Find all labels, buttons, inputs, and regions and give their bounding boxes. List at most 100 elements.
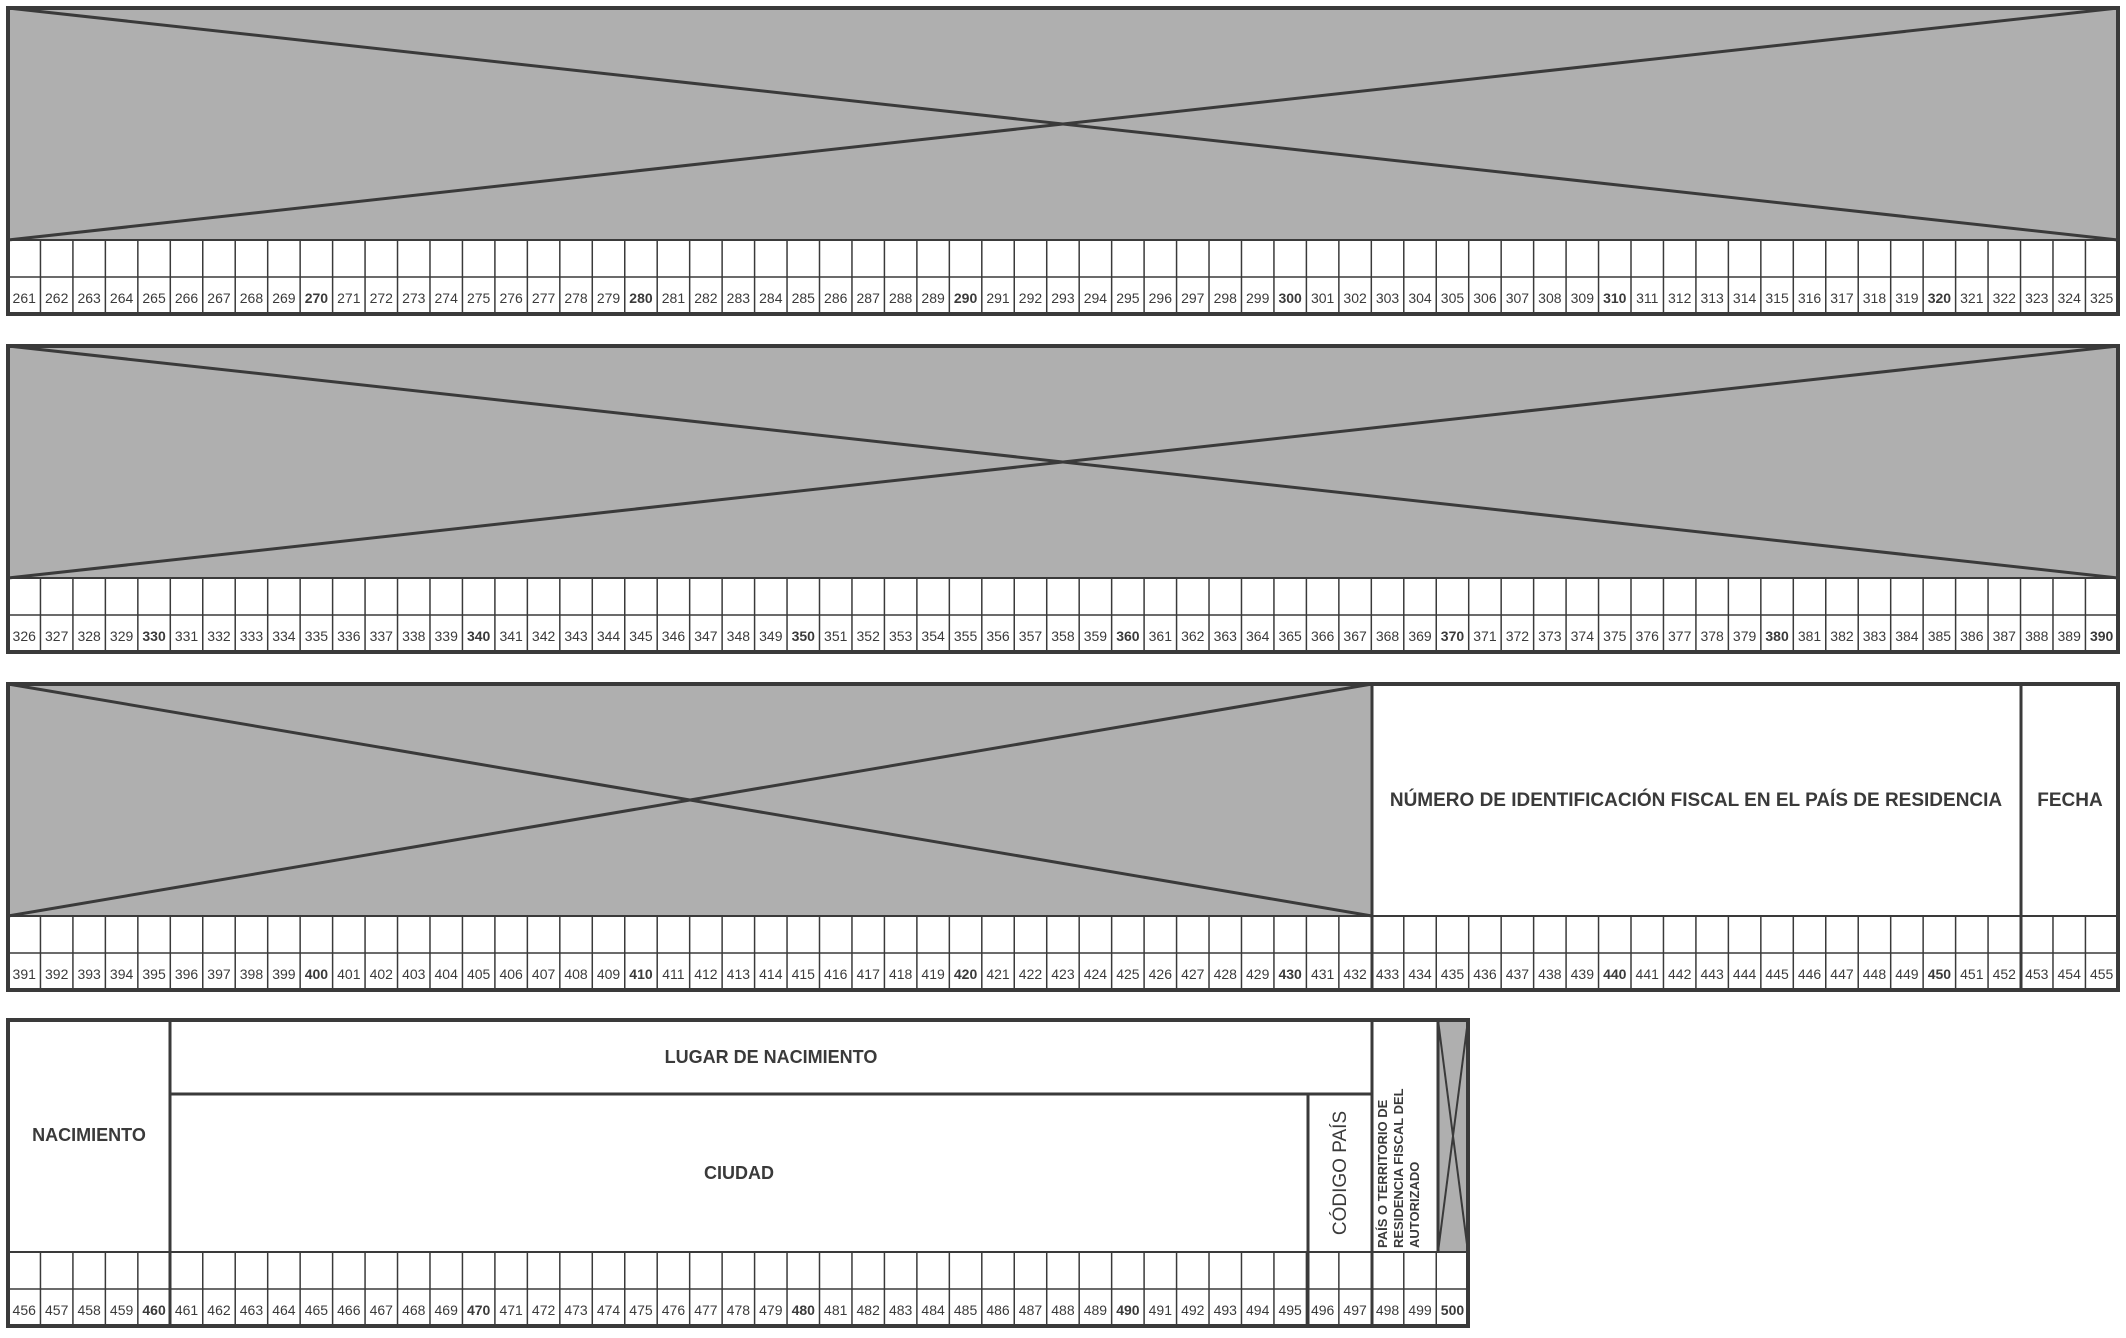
cell-number: 387 xyxy=(1993,628,2017,644)
cell-number: 278 xyxy=(564,290,588,306)
cell-number: 384 xyxy=(1895,628,1919,644)
row-2-cross-line-b xyxy=(7,344,2119,580)
cell-number: 422 xyxy=(1019,966,1043,982)
cell-number: 381 xyxy=(1798,628,1822,644)
cell-number: 325 xyxy=(2090,290,2114,306)
cell-number: 373 xyxy=(1538,628,1562,644)
cell-number: 413 xyxy=(727,966,751,982)
cell-number: 375 xyxy=(1603,628,1627,644)
cell-number: 454 xyxy=(2058,966,2082,982)
cell-number: 419 xyxy=(921,966,945,982)
cell-number: 500 xyxy=(1441,1302,1465,1318)
row-1-cross-line-b xyxy=(7,6,2119,242)
cell-number: 276 xyxy=(499,290,523,306)
cell-number: 353 xyxy=(889,628,913,644)
cell-number: 262 xyxy=(45,290,69,306)
cell-number: 425 xyxy=(1116,966,1140,982)
pais-residencia-line-3: AUTORIZADO xyxy=(1407,1162,1422,1248)
cell-number: 316 xyxy=(1798,290,1822,306)
cell-number: 368 xyxy=(1376,628,1400,644)
cell-number: 410 xyxy=(629,966,653,982)
cell-number: 354 xyxy=(921,628,945,644)
cell-number: 331 xyxy=(175,628,199,644)
cell-number: 269 xyxy=(272,290,296,306)
cell-number: 318 xyxy=(1863,290,1887,306)
cell-number: 327 xyxy=(45,628,69,644)
cell-number: 426 xyxy=(1149,966,1173,982)
row-4-cross-line-b xyxy=(1437,1019,1469,1253)
cell-number: 484 xyxy=(921,1302,945,1318)
cell-number: 287 xyxy=(857,290,881,306)
cell-number: 313 xyxy=(1700,290,1724,306)
cell-number: 296 xyxy=(1149,290,1173,306)
cell-number: 279 xyxy=(597,290,621,306)
cell-number: 412 xyxy=(694,966,718,982)
cell-number: 492 xyxy=(1181,1302,1205,1318)
cell-number: 355 xyxy=(954,628,978,644)
cell-number: 378 xyxy=(1700,628,1724,644)
cell-number: 334 xyxy=(272,628,296,644)
cell-number: 289 xyxy=(921,290,945,306)
cell-number: 323 xyxy=(2025,290,2049,306)
cell-number: 283 xyxy=(727,290,751,306)
cell-number: 433 xyxy=(1376,966,1400,982)
cell-number: 302 xyxy=(1343,290,1367,306)
cell-number: 496 xyxy=(1311,1302,1335,1318)
cell-number: 329 xyxy=(110,628,134,644)
pais-residencia-line-1: PAÍS O TERRITORIO DE xyxy=(1375,1099,1390,1248)
cell-number: 379 xyxy=(1733,628,1757,644)
cell-number: 417 xyxy=(857,966,881,982)
cell-number: 319 xyxy=(1895,290,1919,306)
cell-number: 371 xyxy=(1473,628,1497,644)
cell-number: 298 xyxy=(1214,290,1238,306)
cell-number: 361 xyxy=(1149,628,1173,644)
cell-number: 328 xyxy=(77,628,101,644)
cell-number: 311 xyxy=(1636,290,1659,306)
cell-number: 320 xyxy=(1928,290,1952,306)
cell-number: 288 xyxy=(889,290,913,306)
cell-number: 273 xyxy=(402,290,426,306)
cell-number: 365 xyxy=(1278,628,1302,644)
cell-number: 268 xyxy=(240,290,264,306)
cell-number: 340 xyxy=(467,628,491,644)
nif-label: NÚMERO DE IDENTIFICACIÓN FISCAL EN EL PA… xyxy=(1390,789,2003,811)
cell-number: 336 xyxy=(337,628,361,644)
cell-number: 294 xyxy=(1084,290,1108,306)
cell-number: 363 xyxy=(1214,628,1238,644)
cell-number: 358 xyxy=(1051,628,1075,644)
cell-number: 409 xyxy=(597,966,621,982)
cell-number: 435 xyxy=(1441,966,1465,982)
cell-number: 480 xyxy=(792,1302,816,1318)
cell-number: 465 xyxy=(305,1302,329,1318)
cell-number: 482 xyxy=(857,1302,881,1318)
cell-number: 429 xyxy=(1246,966,1270,982)
cell-number: 385 xyxy=(1928,628,1952,644)
cell-number: 312 xyxy=(1668,290,1692,306)
cell-number: 270 xyxy=(305,290,329,306)
cell-number: 485 xyxy=(954,1302,978,1318)
cell-number: 264 xyxy=(110,290,134,306)
cell-number: 357 xyxy=(1019,628,1043,644)
cell-number: 397 xyxy=(207,966,231,982)
cell-number: 442 xyxy=(1668,966,1692,982)
cell-number: 449 xyxy=(1895,966,1919,982)
cell-number: 476 xyxy=(662,1302,686,1318)
cell-number: 372 xyxy=(1506,628,1530,644)
cell-number: 307 xyxy=(1506,290,1530,306)
cell-number: 280 xyxy=(629,290,653,306)
cell-number: 314 xyxy=(1733,290,1757,306)
cell-number: 474 xyxy=(597,1302,621,1318)
cell-number: 315 xyxy=(1765,290,1789,306)
cell-number: 497 xyxy=(1343,1302,1367,1318)
cell-number: 292 xyxy=(1019,290,1043,306)
cell-number: 456 xyxy=(13,1302,37,1318)
cell-number: 290 xyxy=(954,290,978,306)
cell-number: 487 xyxy=(1019,1302,1043,1318)
cell-number: 271 xyxy=(337,290,361,306)
cell-number: 301 xyxy=(1311,290,1335,306)
cell-number: 284 xyxy=(759,290,783,306)
cell-number: 400 xyxy=(305,966,329,982)
cell-number: 446 xyxy=(1798,966,1822,982)
cell-number: 402 xyxy=(370,966,394,982)
